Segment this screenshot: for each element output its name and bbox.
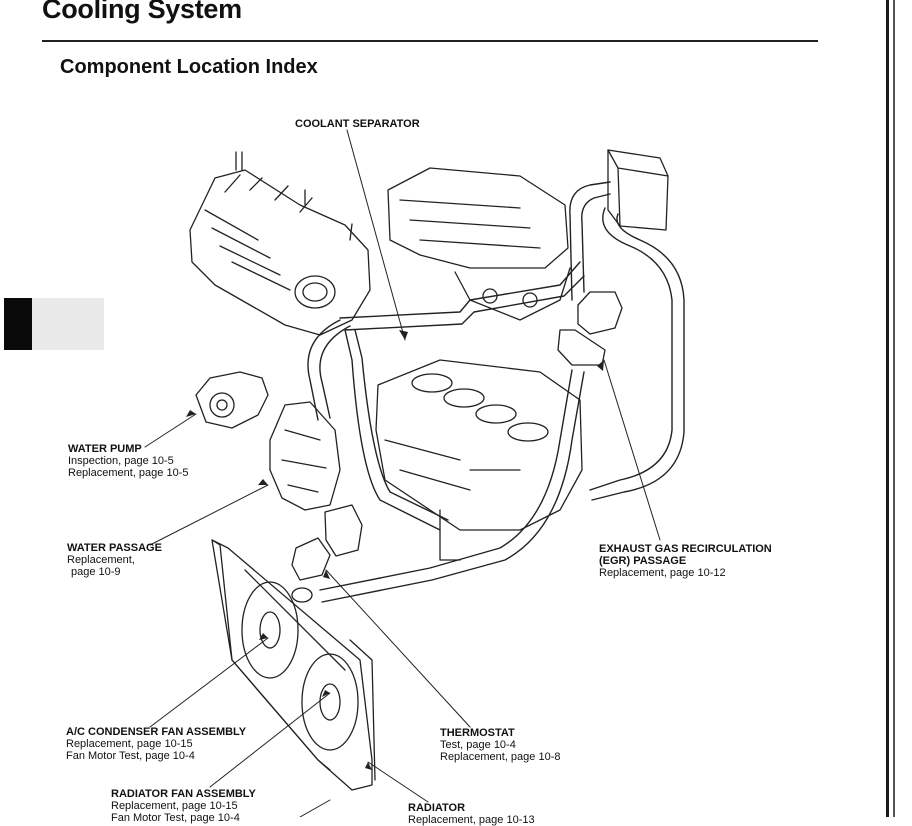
water-pump-heading: WATER PUMP	[68, 443, 142, 455]
intake-manifold-drawing	[189, 151, 371, 336]
egr-heading-1: EXHAUST GAS RECIRCULATION	[599, 543, 772, 555]
callout-coolant-separator: COOLANT SEPARATOR	[295, 118, 420, 130]
water-pump-line1: Inspection, page 10-5	[68, 455, 174, 467]
page-edge-binding	[886, 0, 889, 817]
engine-block-drawing	[375, 359, 583, 561]
radiator-fan-heading: RADIATOR FAN ASSEMBLY	[111, 788, 256, 800]
ac-condenser-fan-line1: Replacement, page 10-15	[66, 738, 193, 750]
coolant-separator-heading: COOLANT SEPARATOR	[295, 118, 420, 130]
egr-valve-drawing	[557, 291, 623, 366]
water-passage-drawing	[269, 401, 341, 511]
cylinder-head-drawing	[387, 167, 571, 321]
ac-condenser-fan-line2: Fan Motor Test, page 10-4	[66, 750, 195, 762]
callout-ac-condenser-fan: A/C CONDENSER FAN ASSEMBLY Replacement, …	[66, 726, 246, 762]
radiator-drawing	[211, 539, 376, 791]
section-subtitle: Component Location Index	[60, 56, 318, 78]
coolant-hoses-drawing	[307, 181, 685, 603]
callout-thermostat: THERMOSTAT Test, page 10-4 Replacement, …	[440, 727, 560, 763]
radiator-fan-line2: Fan Motor Test, page 10-4	[111, 812, 240, 824]
egr-heading-2: (EGR) PASSAGE	[599, 555, 687, 567]
callout-egr-passage: EXHAUST GAS RECIRCULATION (EGR) PASSAGE …	[599, 543, 772, 579]
section-tab-bleed	[32, 298, 104, 350]
thermostat-line2: Replacement, page 10-8	[440, 751, 561, 763]
water-passage-heading: WATER PASSAGE	[67, 542, 162, 554]
radiator-heading: RADIATOR	[408, 802, 466, 814]
thermostat-line1: Test, page 10-4	[440, 739, 516, 751]
ac-condenser-fan-heading: A/C CONDENSER FAN ASSEMBLY	[66, 726, 247, 738]
leader-lines	[144, 129, 661, 817]
fan-assemblies-drawing	[241, 581, 359, 751]
callout-water-pump: WATER PUMP Inspection, page 10-5 Replace…	[68, 443, 188, 479]
leader-arrowheads	[186, 330, 604, 770]
water-pump-drawing	[195, 371, 269, 429]
water-pump-line2: Replacement, page 10-5	[68, 467, 189, 479]
water-passage-line1: Replacement,	[67, 554, 135, 566]
thermostat-drawing	[291, 504, 363, 603]
water-passage-line2: page 10-9	[71, 566, 121, 578]
callout-radiator-fan: RADIATOR FAN ASSEMBLY Replacement, page …	[111, 788, 256, 824]
title-rule	[42, 40, 818, 42]
callout-water-passage: WATER PASSAGE Replacement, page 10-9	[67, 542, 162, 578]
page-title: Cooling System	[42, 0, 242, 24]
callout-radiator: RADIATOR Replacement, page 10-13	[408, 802, 535, 826]
coolant-separator-drawing	[607, 149, 669, 231]
thermostat-heading: THERMOSTAT	[440, 727, 515, 739]
section-tab-marker	[4, 298, 32, 350]
radiator-line1: Replacement, page 10-13	[408, 814, 535, 826]
egr-line1: Replacement, page 10-12	[599, 567, 726, 579]
radiator-fan-line1: Replacement, page 10-15	[111, 800, 238, 812]
page-edge-shadow	[893, 0, 895, 817]
